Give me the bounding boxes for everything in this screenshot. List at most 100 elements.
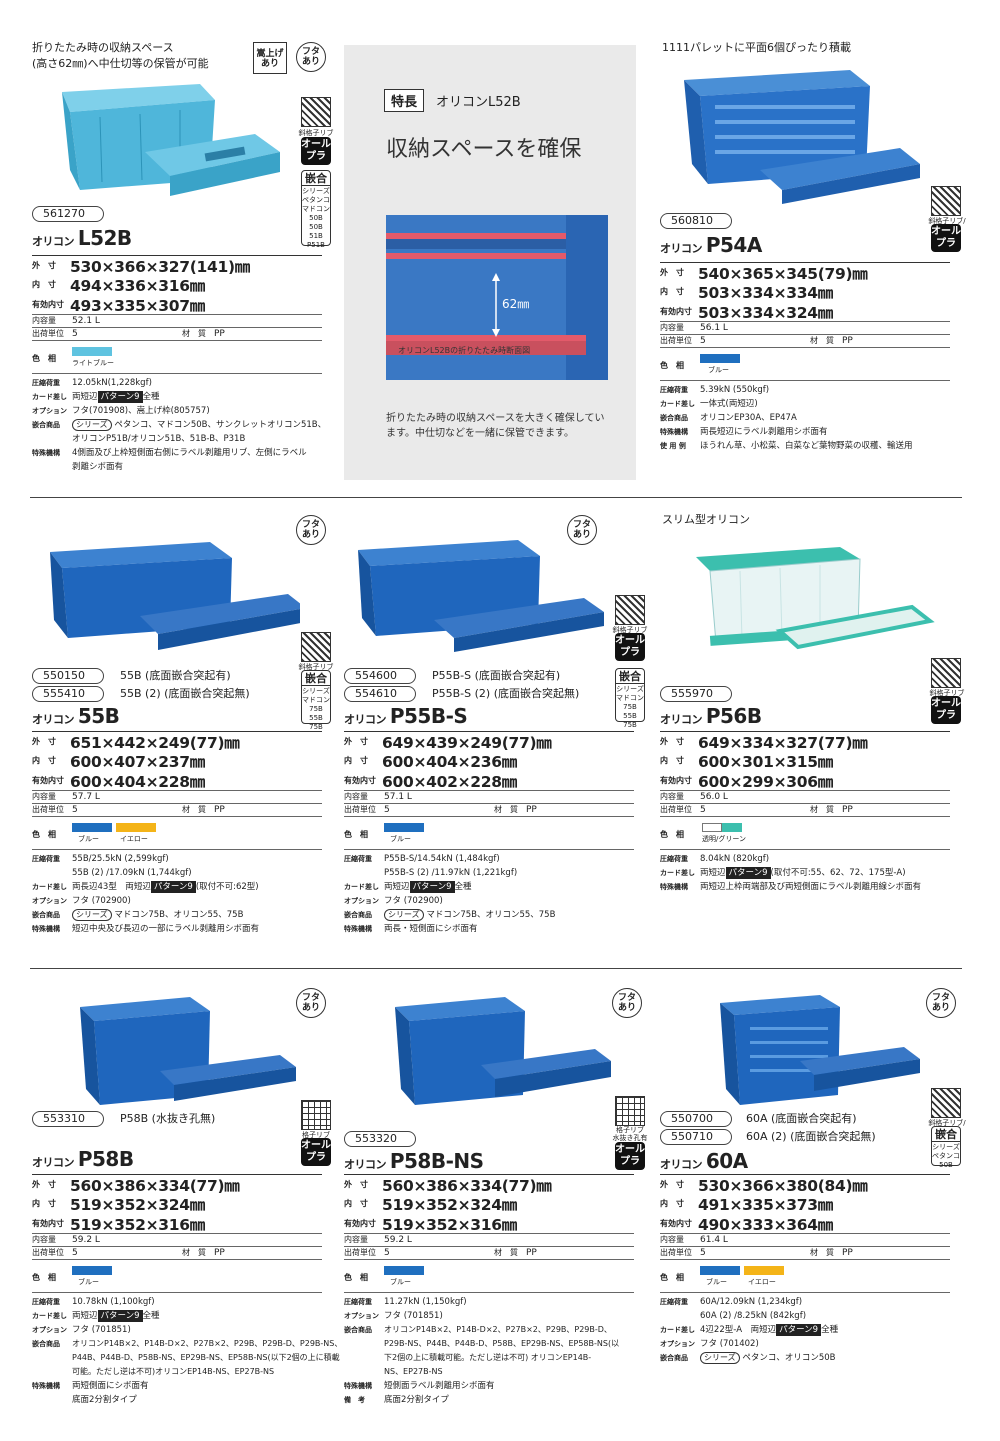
rib-icon (615, 595, 645, 625)
lid-badge: フタ あり (296, 515, 326, 545)
color-row: 色 相 ブルー (344, 1259, 634, 1293)
p58b-photo (80, 997, 296, 1105)
variant-label: 60A (2) (底面嵌合突起無) (746, 1130, 876, 1143)
product-name: オリコン P56B (660, 704, 762, 728)
variant-label: 60A (底面嵌合突起有) (746, 1112, 857, 1125)
feature-text: 折りたたみ時の収納スペースを大きく確保してい ます。中仕切などを一緒に保管できま… (386, 413, 605, 439)
p55bs-spec: 554600 P55B-S (底面嵌合突起有) 554610 P55B-S (2… (344, 667, 644, 967)
grid-rib-icon (615, 1096, 645, 1126)
rib-caption: 格子リブ 水抜き孔有 (612, 1126, 648, 1142)
color-row: 色 相 ブルー イエロー (32, 816, 322, 850)
feature-heading: 収納スペースを確保 (386, 137, 582, 162)
cross-section-image (386, 215, 608, 380)
p58bns-photo (395, 997, 611, 1105)
rib-caption: 斜格子リブ (929, 689, 965, 697)
product-code: 550710 (660, 1129, 732, 1145)
60a-photo (720, 995, 920, 1105)
color-swatch-clear (702, 823, 722, 832)
allpla-icon: オール プラ (301, 1138, 331, 1166)
variant-label: 55B (底面嵌合突起有) (120, 669, 231, 682)
product-code: 550150 (32, 668, 104, 684)
rib-icon (931, 1088, 961, 1118)
color-swatch (384, 823, 424, 832)
feature-tag: 特長 (384, 89, 425, 112)
lift-badge: 嵩上げ あり (253, 42, 287, 74)
p55bs-photo (358, 540, 604, 652)
color-row: 色 相 ブルー (660, 347, 950, 381)
product-code: 554600 (344, 668, 416, 684)
color-row: 色 相 ライトブルー (32, 340, 322, 374)
feature-panel: 特長 オリコンL52B 収納スペースを確保 62㎜ オリコンL52Bの折りたたみ… (344, 45, 636, 480)
color-swatch (384, 1266, 424, 1275)
l52b-note: 折りたたみ時の収納スペース (高さ62㎜)へ中仕切等の保管が可能 (32, 41, 209, 70)
l52b-photo (62, 84, 280, 196)
lid-badge: フタ あり (926, 988, 956, 1018)
divider (30, 497, 962, 498)
color-row: 色 相 ブルー (344, 816, 634, 850)
55b-spec: 550150 55B (底面嵌合突起有) 555410 55B (2) (底面嵌… (32, 667, 332, 967)
product-code: 555970 (660, 686, 732, 702)
feature-caption: オリコンL52Bの折りたたみ時断面図 (398, 346, 531, 355)
rib-icon (301, 97, 331, 127)
color-row: 色 相 透明/グリーン (660, 816, 950, 850)
lid-badge: フタ あり (296, 42, 326, 72)
p54a-photo (684, 70, 920, 204)
product-name: オリコン L52B (32, 226, 132, 250)
rib-caption: 斜格子リブ (612, 626, 648, 634)
product-code: 560810 (660, 213, 732, 229)
color-row: 色 相 ブルー (32, 1259, 322, 1293)
variant-label: P58B (水抜き孔無) (120, 1112, 216, 1125)
divider (30, 968, 962, 969)
allpla-icon: オール プラ (931, 696, 961, 724)
lid-badge: フタ あり (612, 988, 642, 1018)
color-row: 色 相 ブルー イエロー (660, 1259, 950, 1293)
grid-rib-icon (301, 1100, 331, 1130)
product-name: オリコン 60A (660, 1149, 748, 1173)
product-code: 555410 (32, 686, 104, 702)
product-code: 553310 (32, 1111, 104, 1127)
feature-tag-title: オリコンL52B (436, 95, 521, 110)
product-name: オリコン 55B (32, 704, 120, 728)
rib-icon (931, 186, 961, 216)
rib-icon (301, 632, 331, 662)
color-swatch (722, 823, 742, 832)
product-code: 553320 (344, 1131, 416, 1147)
rib-caption: 格子リブ (302, 1131, 330, 1139)
product-name: オリコン P54A (660, 233, 762, 257)
color-swatch (700, 354, 740, 363)
lid-badge: フタ あり (567, 515, 597, 545)
